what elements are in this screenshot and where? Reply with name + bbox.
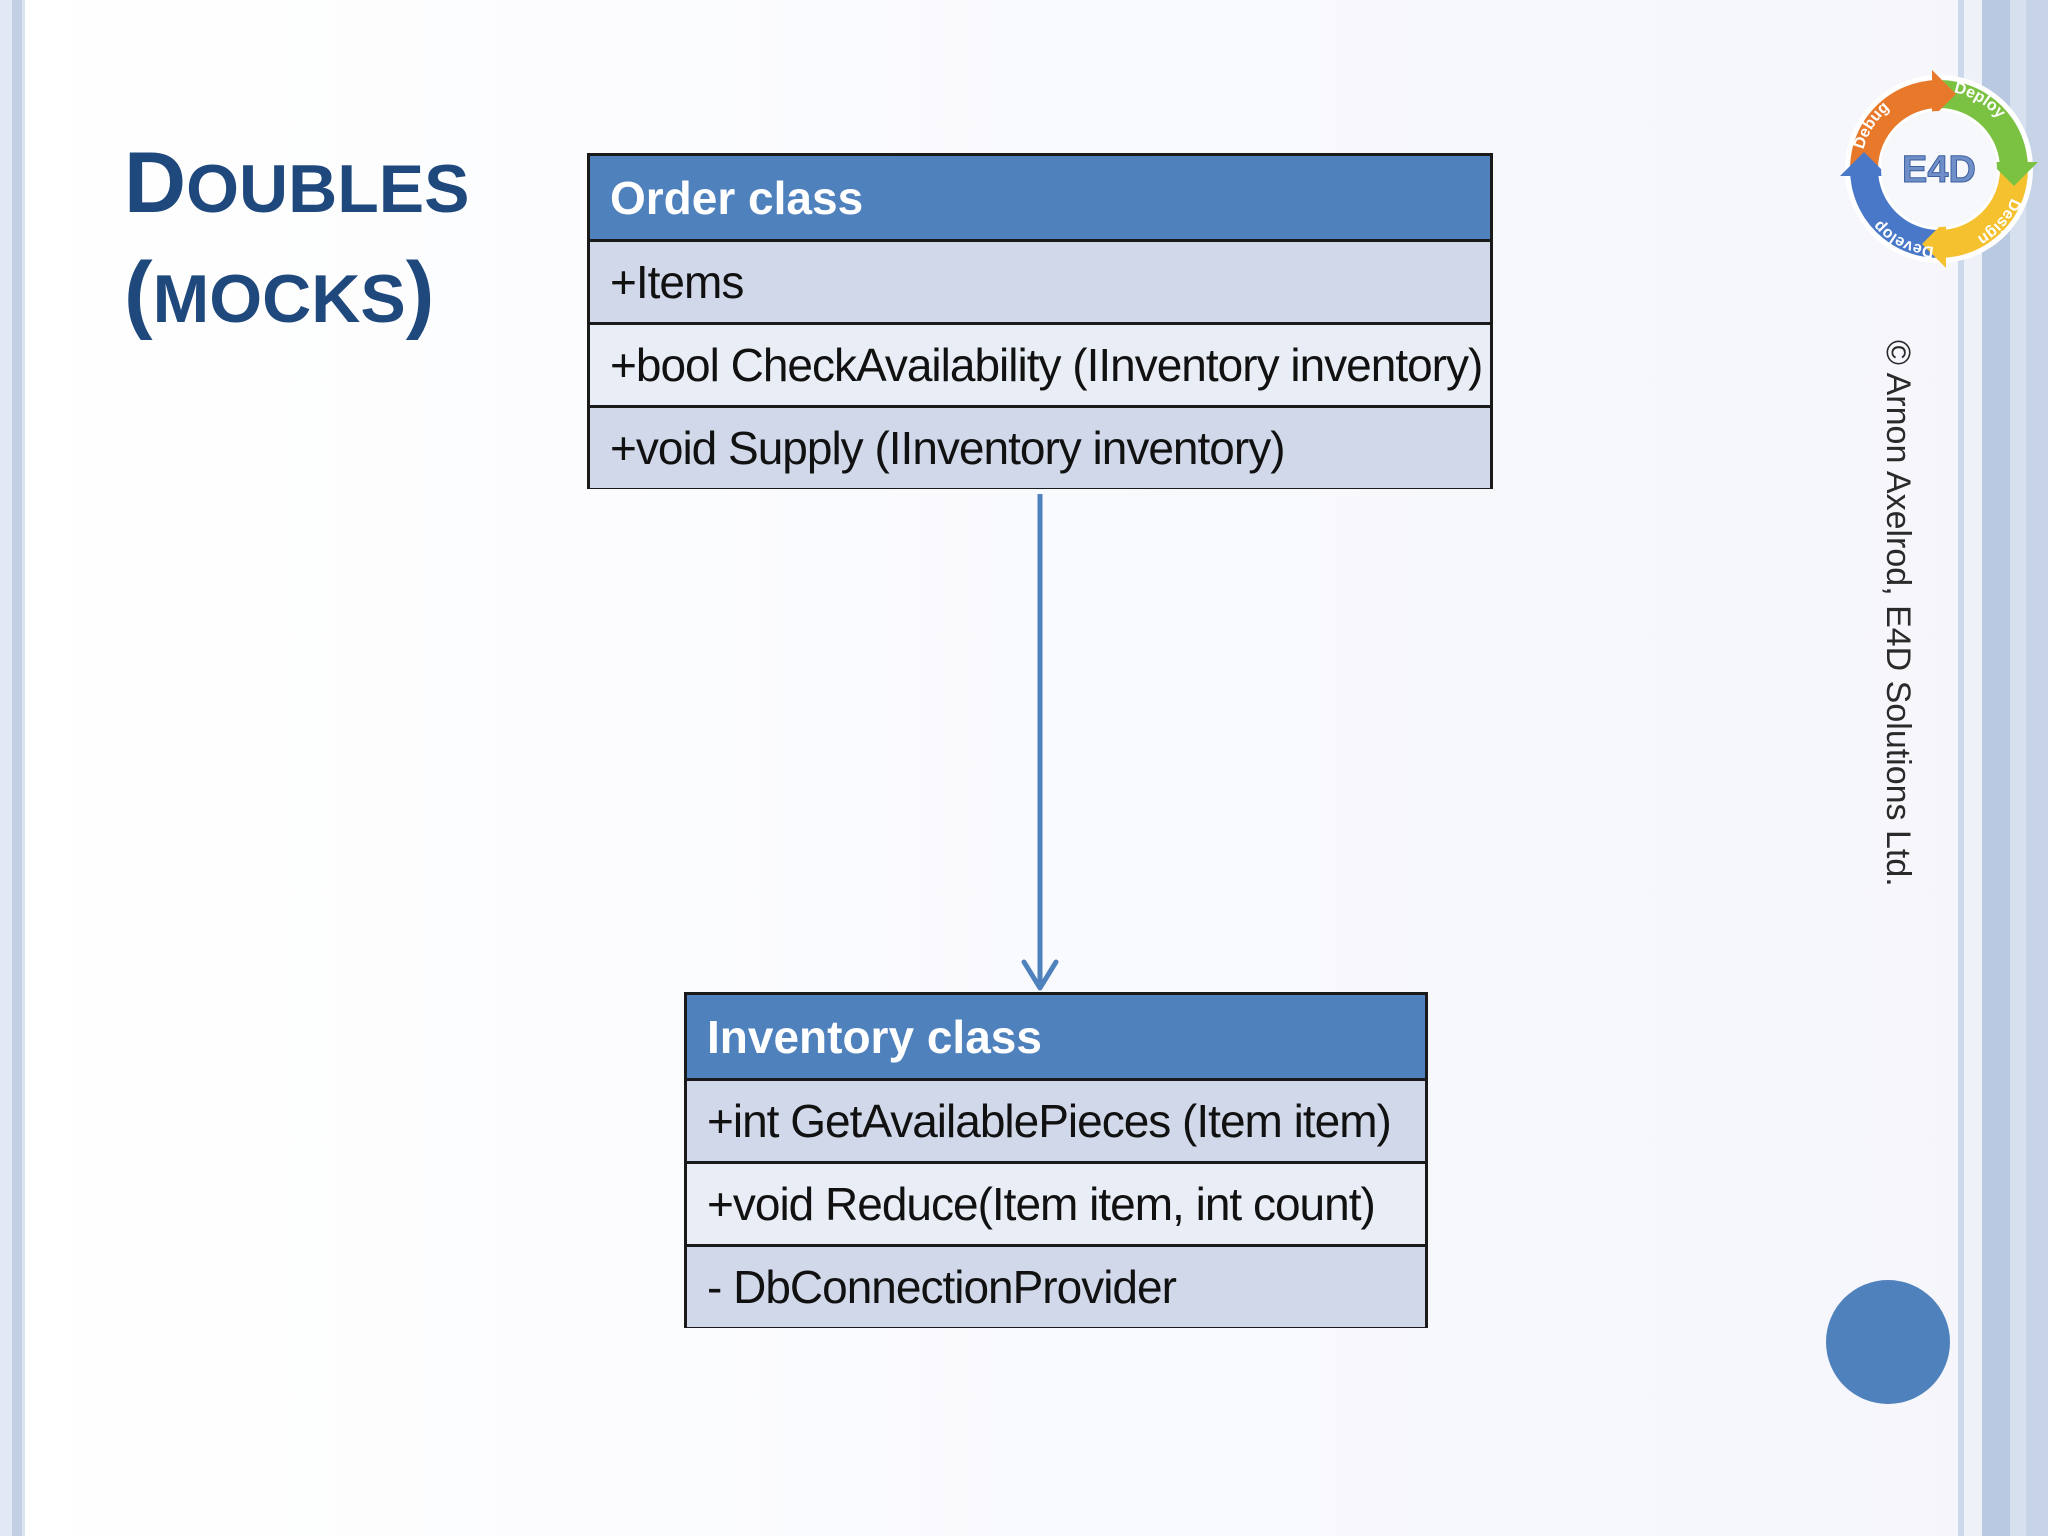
title-rest: OUBLES xyxy=(186,151,470,227)
left-border-stripe xyxy=(12,0,22,1536)
copyright-text: © Arnon Axelrod, E4D Solutions Ltd. xyxy=(1879,340,1917,887)
arrow-tip xyxy=(1922,220,1946,268)
order-member-check-availability: +bool CheckAvailability (IInventory inve… xyxy=(590,322,1490,405)
title-cap: D xyxy=(124,135,187,231)
right-border-stripe xyxy=(1982,0,2010,1536)
title-cap: ( xyxy=(124,245,153,341)
title-cap: ) xyxy=(405,245,435,341)
title-rest: MOCKS xyxy=(152,261,406,337)
e4d-logo: E4D Design Develop Debug Deploy xyxy=(1840,70,2038,268)
title-line-1: DOUBLES xyxy=(124,140,469,250)
inventory-class-box: Inventory class +int GetAvailablePieces … xyxy=(684,992,1428,1328)
order-member-supply: +void Supply (IInventory inventory) xyxy=(590,405,1490,488)
right-border-stripe xyxy=(2010,0,2026,1536)
left-border-stripe xyxy=(22,0,25,1536)
inventory-member-reduce: +void Reduce(Item item, int count) xyxy=(687,1161,1425,1244)
inventory-member-db-connection-provider: - DbConnectionProvider xyxy=(687,1244,1425,1327)
order-class-header: Order class xyxy=(590,156,1490,239)
title-line-2: (MOCKS) xyxy=(124,250,469,360)
slide-title: DOUBLES (MOCKS) xyxy=(124,140,469,360)
order-member-items: +Items xyxy=(590,239,1490,322)
right-border-stripe xyxy=(1964,0,1982,1536)
debug-segment xyxy=(1939,169,2028,258)
arrow-tip xyxy=(1840,152,1888,176)
right-border-stripe xyxy=(2026,0,2048,1536)
develop-segment xyxy=(1939,80,2028,169)
deploy-segment xyxy=(1850,169,1939,258)
arrow-tip xyxy=(1990,162,2038,186)
logo-center-text: E4D xyxy=(1902,149,1976,191)
order-class-box: Order class +Items +bool CheckAvailabili… xyxy=(587,153,1493,489)
design-segment xyxy=(1850,80,1939,169)
left-border-stripe xyxy=(0,0,12,1536)
arrow-tip xyxy=(1932,70,1956,118)
decorative-circle xyxy=(1826,1280,1950,1404)
right-border-stripe xyxy=(1958,0,1964,1536)
arrow-head xyxy=(1021,959,1059,991)
inventory-class-header: Inventory class xyxy=(687,995,1425,1078)
inventory-member-get-available-pieces: +int GetAvailablePieces (Item item) xyxy=(687,1078,1425,1161)
